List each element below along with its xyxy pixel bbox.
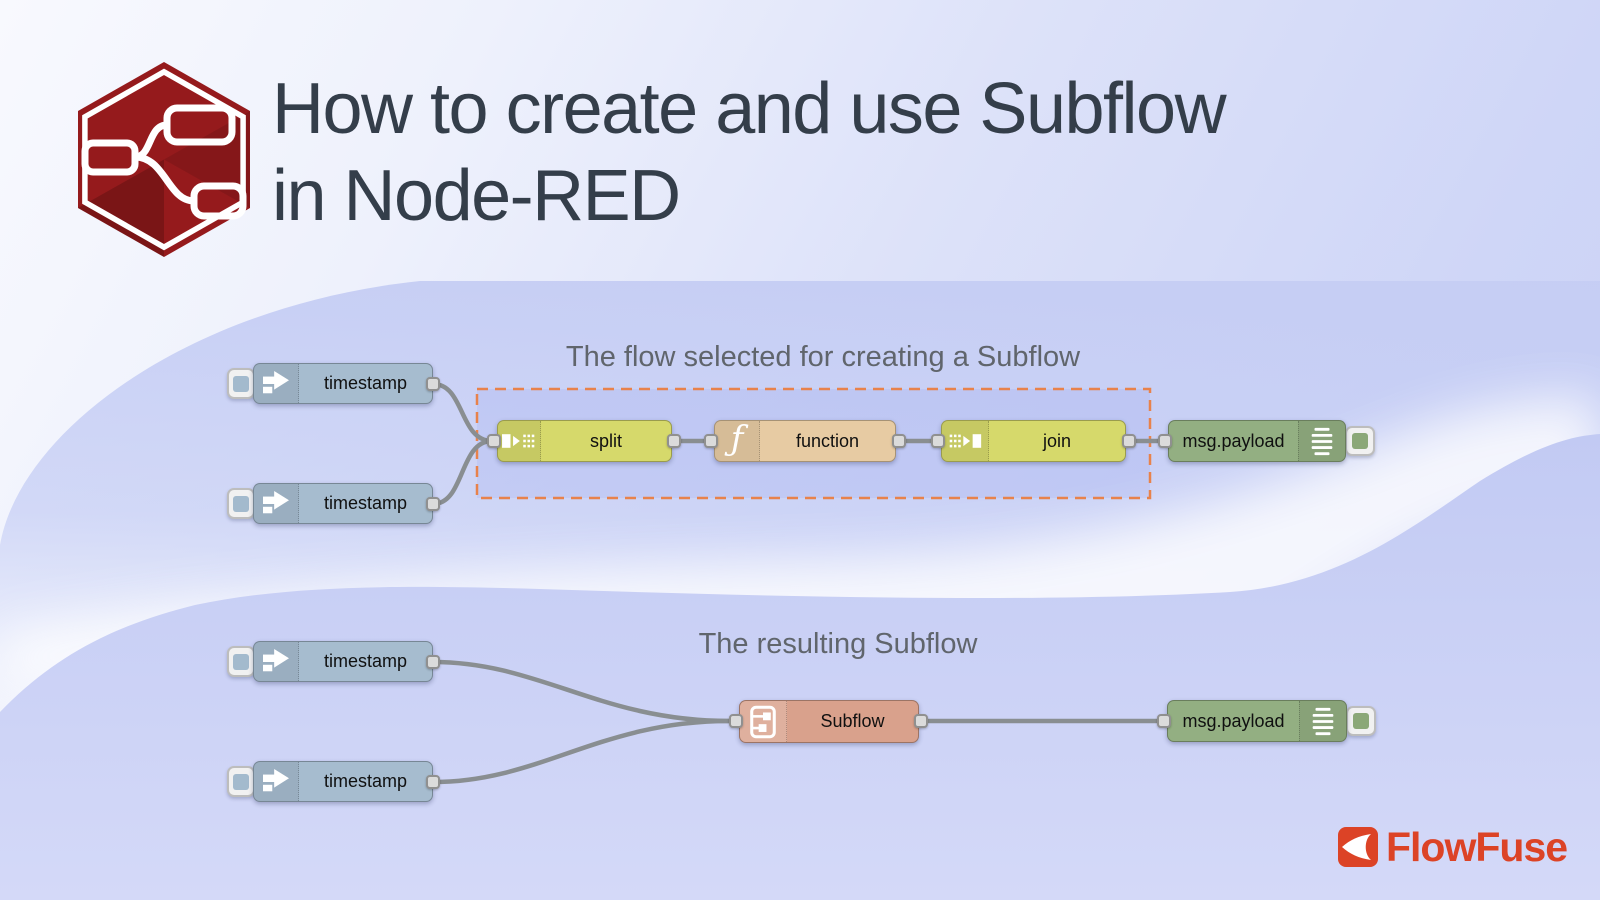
input-port[interactable] [729,714,743,728]
flow1-caption: The flow selected for creating a Subflow [565,341,1081,373]
inject-button[interactable] [227,368,255,399]
output-port[interactable] [914,714,928,728]
function-node[interactable]: ƒ function [714,420,896,462]
page-title-line1: How to create and use Subflow [272,69,1227,149]
subflow-icon [740,701,787,742]
debug-node[interactable]: msg.payload [1168,420,1346,462]
debug-toggle-button[interactable] [1346,706,1376,736]
node-label: join [1042,430,1072,451]
flowfuse-wordmark: FlowFuse [1386,824,1568,870]
flowfuse-logo: FlowFuse [1338,824,1568,870]
wire[interactable] [430,659,732,724]
join-node[interactable]: join [941,420,1126,462]
output-port[interactable] [426,655,440,669]
node-label: timestamp [323,493,408,513]
inject-node[interactable]: timestamp [253,483,433,524]
input-port[interactable] [704,434,718,448]
arrow-in-icon [254,364,299,403]
output-port[interactable] [892,434,906,448]
node-label: msg.payload [1182,710,1285,731]
function-f-icon: ƒ [715,421,760,461]
node-label: timestamp [323,373,408,393]
inject-node[interactable]: timestamp [253,363,433,404]
inject-node[interactable]: timestamp [253,761,433,802]
flowfuse-mark-icon [1338,827,1378,867]
debug-toggle-button[interactable] [1345,426,1375,456]
input-port[interactable] [1158,434,1172,448]
subflow-node[interactable]: Subflow [739,700,919,743]
output-port[interactable] [1122,434,1136,448]
output-port[interactable] [426,775,440,789]
input-port[interactable] [931,434,945,448]
join-icon [942,421,989,461]
arrow-in-icon [254,642,299,681]
node-label: msg.payload [1182,430,1285,451]
inject-button-square [233,375,249,392]
inject-button[interactable] [227,646,255,677]
inject-button-square [233,773,249,790]
debug-toggle-square [1353,713,1369,729]
split-icon [498,421,541,461]
split-node[interactable]: split [497,420,672,462]
input-port[interactable] [1157,714,1171,728]
wire[interactable] [430,438,495,507]
page-title: How to create and use Subflow in Node-RE… [272,66,1227,240]
arrow-in-icon [254,484,299,523]
wire[interactable] [430,381,495,444]
node-label: timestamp [323,651,408,671]
node-label: split [589,430,622,451]
inject-node[interactable]: timestamp [253,641,433,682]
node-label: function [795,430,860,451]
arrow-in-icon [254,762,299,801]
node-label: Subflow [820,711,885,731]
list-icon [1298,421,1345,461]
output-port[interactable] [667,434,681,448]
inject-button[interactable] [227,766,255,797]
input-port[interactable] [487,434,501,448]
page-title-line2: in Node-RED [272,156,681,236]
output-port[interactable] [426,377,440,391]
flow2-caption: The resulting Subflow [698,628,978,660]
node-red-hexagon-logo [78,62,250,257]
list-icon [1299,701,1346,741]
output-port[interactable] [426,497,440,511]
inject-button-square [233,653,249,670]
node-label: timestamp [323,771,408,791]
wire[interactable] [430,718,732,785]
debug-toggle-square [1352,433,1368,449]
inject-button-square [233,495,249,512]
debug-node[interactable]: msg.payload [1167,700,1347,742]
inject-button[interactable] [227,488,255,519]
